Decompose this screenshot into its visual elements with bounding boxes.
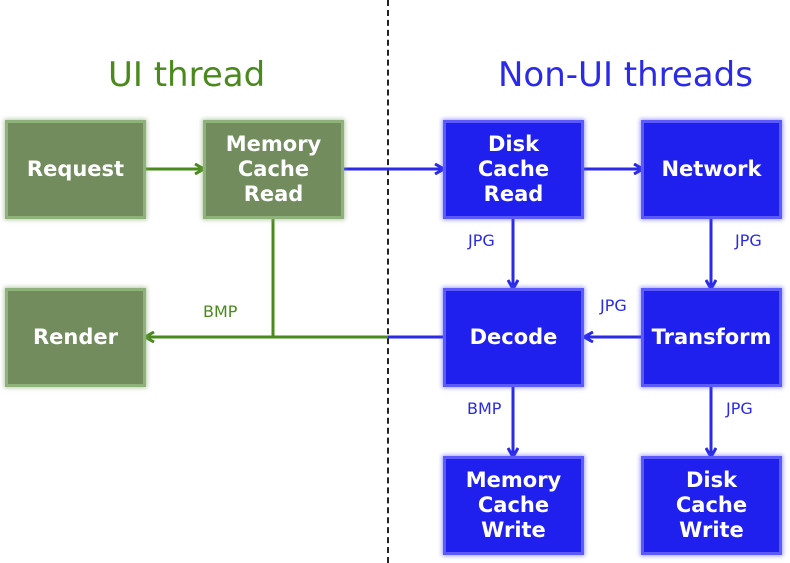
node-network-label: Network <box>661 157 762 181</box>
node-disk-cache-write: Disk Cache Write <box>644 459 779 552</box>
node-transform-label: Transform <box>651 325 772 349</box>
node-request-label: Request <box>26 157 125 181</box>
node-decode-label: Decode <box>469 325 558 349</box>
node-disk-cache-write-label: Disk Cache Write <box>675 468 748 542</box>
node-disk-cache-read: Disk Cache Read <box>446 123 581 216</box>
node-request: Request <box>8 123 143 216</box>
label-network-to-transform: JPG <box>734 231 762 250</box>
node-render: Render <box>8 291 143 384</box>
node-disk-cache-read-label: Disk Cache Read <box>477 132 550 206</box>
node-decode: Decode <box>446 291 581 384</box>
label-disk-to-decode: JPG <box>467 231 495 250</box>
ui-thread-title: UI thread <box>108 55 266 95</box>
label-transform-to-diskwrite: JPG <box>725 399 753 418</box>
non-ui-threads-title: Non-UI threads <box>498 55 753 95</box>
node-transform: Transform <box>644 291 779 384</box>
node-memory-cache-read: Memory Cache Read <box>206 123 341 216</box>
thread-divider <box>387 0 389 563</box>
node-memory-cache-write-label: Memory Cache Write <box>465 468 562 542</box>
node-memory-cache-read-label: Memory Cache Read <box>225 132 322 206</box>
node-network: Network <box>644 123 779 216</box>
node-memory-cache-write: Memory Cache Write <box>446 459 581 552</box>
label-transform-to-decode: JPG <box>599 296 627 315</box>
node-render-label: Render <box>33 325 118 349</box>
label-decode-to-render: BMP <box>203 302 238 321</box>
label-decode-to-memwrite: BMP <box>467 399 502 418</box>
